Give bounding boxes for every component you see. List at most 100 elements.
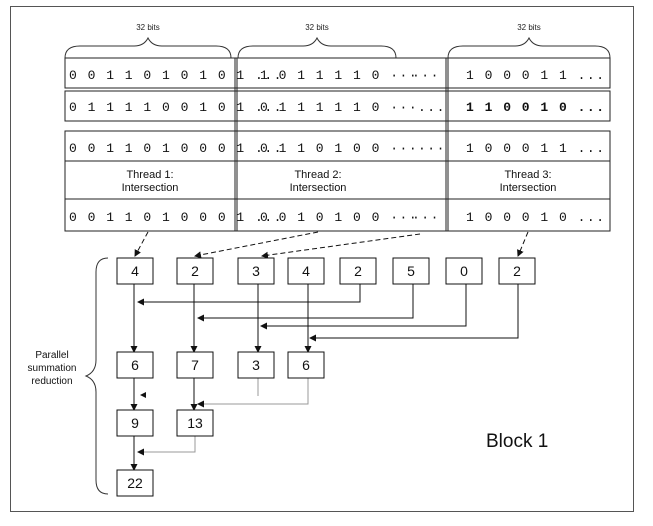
value-boxes: 4 2 3 4 2 5 0 2 6 7 3 6 9 13 22	[116, 257, 536, 497]
level3-value-1: 22	[127, 475, 143, 491]
level1-box-3: 3	[237, 351, 275, 379]
level0-box-2-frame	[176, 257, 214, 285]
level3-box-1: 22	[116, 469, 154, 497]
reduction-brace	[84, 257, 109, 495]
row-2-box	[64, 90, 611, 122]
level2-box-2: 13	[176, 409, 214, 437]
row-3-gap: ···	[418, 141, 446, 156]
level0-value-6: 5	[407, 263, 415, 279]
result-thread-1: 0 0 1 1 0 1 0 0 0 1 ...	[69, 210, 283, 225]
level1-box-2: 7	[176, 351, 214, 379]
level1-box-2-frame	[176, 351, 214, 379]
row-1-thread-3: 1 0 0 0 1 1 ...	[466, 68, 606, 83]
link-2-to-4b	[309, 284, 519, 342]
dashed-arrow-3	[261, 233, 421, 259]
bits-label-1: 32 bits	[136, 23, 160, 32]
row-1-gap: ···	[412, 68, 440, 83]
level3-box-1-frame	[116, 469, 154, 497]
level2-value-2: 13	[187, 415, 203, 431]
level2-box-1: 9	[116, 409, 154, 437]
thread-1-label-line2: Intersection	[122, 182, 179, 194]
level0-box-7-frame	[445, 257, 483, 285]
row-1-thread-2: 1 0 1 1 1 1 0 ···	[260, 68, 418, 83]
dashed-arrow-2	[194, 231, 319, 259]
bits-label-3: 32 bits	[517, 23, 541, 32]
level0-box-4-frame	[287, 257, 325, 285]
level0-box-8-frame	[498, 257, 536, 285]
link-5-to-2	[197, 284, 414, 322]
row-3-thread-1: 0 0 1 1 0 1 0 0 0 1 ...	[69, 141, 283, 156]
dashed-arrow-1	[134, 231, 149, 257]
level0-value-3: 3	[252, 263, 260, 279]
level0-value-1: 4	[131, 263, 139, 279]
row-2-thread-3: 1 1 0 0 1 0 ...	[466, 100, 606, 115]
thread-1-label-line1: Thread 1:	[126, 169, 173, 181]
result-gap: ···	[412, 210, 440, 225]
level1-box-4: 6	[287, 351, 325, 379]
row-2-gap: ...	[418, 100, 446, 115]
thread-3-label-line1: Thread 3:	[504, 169, 551, 181]
brace-thread-1	[64, 36, 232, 59]
level1-box-4-frame	[287, 351, 325, 379]
level2-box-1-frame	[116, 409, 154, 437]
level0-box-6: 5	[392, 257, 430, 285]
level1-box-1: 6	[116, 351, 154, 379]
level0-box-1: 4	[116, 257, 154, 285]
result-thread-2: 0 0 1 0 1 0 0 ···	[260, 210, 418, 225]
level1-value-3: 3	[252, 357, 260, 373]
bits-label-2: 32 bits	[305, 23, 329, 32]
row-1-thread-1: 0 0 1 1 0 1 0 1 0 1 ...	[69, 68, 283, 83]
dashed-arrows	[134, 231, 529, 259]
link-6-to-7	[197, 378, 309, 408]
result-thread-3: 1 0 0 0 1 0 ...	[466, 210, 606, 225]
link-2-to-4	[137, 284, 361, 306]
thread-2-label-line2: Intersection	[290, 182, 347, 194]
level1-box-3-frame	[237, 351, 275, 379]
reduction-connectors-grey	[137, 378, 309, 456]
level1-value-1: 6	[131, 357, 139, 373]
reduction-connectors	[130, 284, 519, 353]
link-0-to-3	[260, 284, 467, 330]
brace-thread-3	[447, 36, 611, 59]
level0-box-3: 3	[237, 257, 275, 285]
side-label-line2: summation	[28, 363, 77, 374]
row-1-box	[64, 57, 611, 89]
side-label-line3: reduction	[31, 376, 72, 387]
level0-box-6-frame	[392, 257, 430, 285]
reduction-connectors-2	[130, 378, 198, 471]
row-3-thread-2: 0 1 1 0 1 0 0 ···	[260, 141, 418, 156]
thread-3-label-line2: Intersection	[500, 182, 557, 194]
level0-box-5: 2	[339, 257, 377, 285]
bit-table: 0 0 1 1 0 1 0 1 0 1 ... 1 0 1 1 1 1 0 ··…	[64, 57, 611, 232]
block-label: Block 1	[486, 431, 548, 452]
level0-box-5-frame	[339, 257, 377, 285]
row-2-thread-1: 0 1 1 1 1 0 0 1 0 1 ...	[69, 100, 283, 115]
dashed-arrow-4	[517, 231, 529, 257]
level1-box-1-frame	[116, 351, 154, 379]
level0-value-2: 2	[191, 263, 199, 279]
small-arrow-left	[140, 392, 146, 398]
level0-value-8: 2	[513, 263, 521, 279]
row-3-thread-3: 1 0 0 0 1 1 ...	[466, 141, 606, 156]
level0-box-4: 4	[287, 257, 325, 285]
level0-box-7: 0	[445, 257, 483, 285]
level2-box-2-frame	[176, 409, 214, 437]
level0-value-4: 4	[302, 263, 310, 279]
level0-box-8: 2	[498, 257, 536, 285]
side-label-line1: Parallel	[35, 350, 68, 361]
level1-value-4: 6	[302, 357, 310, 373]
brace-thread-2	[237, 36, 397, 59]
level2-value-1: 9	[131, 415, 139, 431]
level0-value-5: 2	[354, 263, 362, 279]
level0-value-7: 0	[460, 263, 468, 279]
level0-box-3-frame	[237, 257, 275, 285]
result-row-box	[64, 198, 611, 232]
level1-value-2: 7	[191, 357, 199, 373]
link-13-to-9	[137, 436, 196, 456]
level0-box-1-frame	[116, 257, 154, 285]
figure-frame	[10, 6, 634, 512]
level0-box-2: 2	[176, 257, 214, 285]
thread-2-label-line1: Thread 2:	[294, 169, 341, 181]
